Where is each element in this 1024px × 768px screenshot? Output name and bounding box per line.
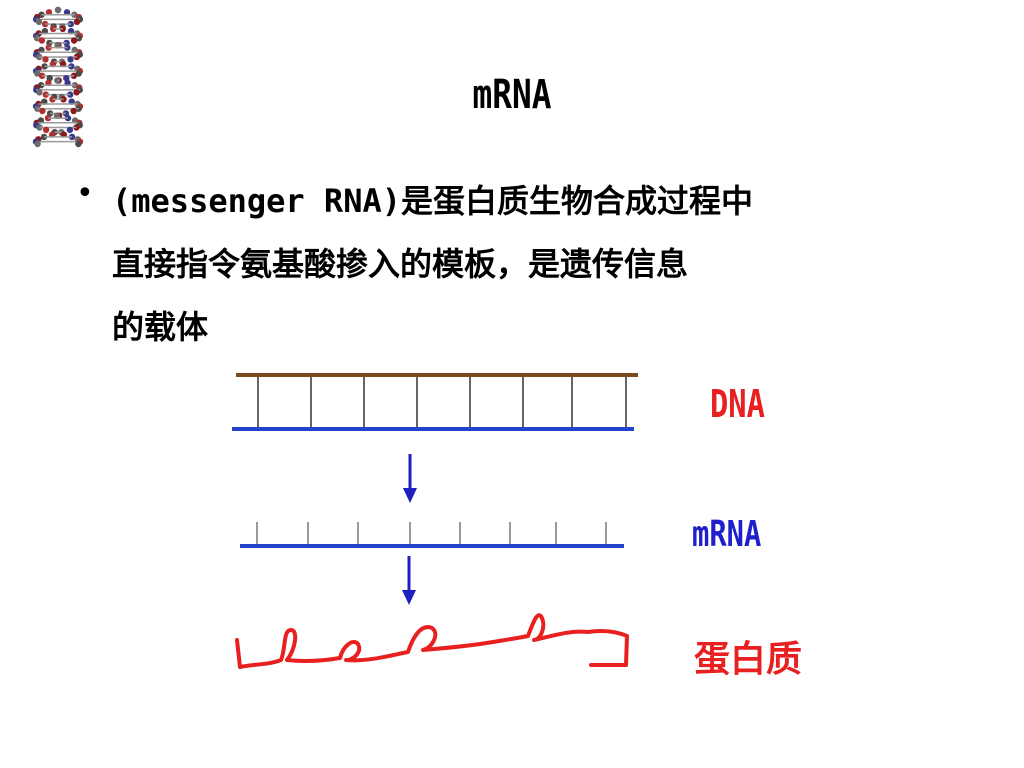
mrna-strand bbox=[240, 522, 624, 548]
transcription-arrow bbox=[403, 454, 417, 503]
translation-arrow bbox=[402, 556, 416, 605]
slide-title: mRNA bbox=[472, 72, 552, 118]
bullet-text: (messenger RNA)是蛋白质生物合成过程中 直接指令氨基酸掺入的模板，… bbox=[112, 170, 962, 359]
bullet-line-3: 的载体 bbox=[112, 308, 209, 346]
bullet-line-2: 直接指令氨基酸掺入的模板，是遗传信息 bbox=[112, 245, 689, 283]
mrna-bases bbox=[256, 522, 607, 544]
dna-double-strand bbox=[232, 373, 638, 431]
bullet-point-icon: • bbox=[76, 176, 94, 211]
dna-base-pairs bbox=[257, 377, 627, 427]
protein-chain bbox=[235, 613, 629, 669]
dna-label: DNA bbox=[710, 382, 765, 426]
bullet-line-1: (messenger RNA)是蛋白质生物合成过程中 bbox=[112, 182, 753, 220]
protein-label: 蛋白质 bbox=[694, 639, 803, 680]
mrna-label: mRNA bbox=[692, 514, 762, 555]
dna-helix-icon bbox=[32, 6, 84, 148]
